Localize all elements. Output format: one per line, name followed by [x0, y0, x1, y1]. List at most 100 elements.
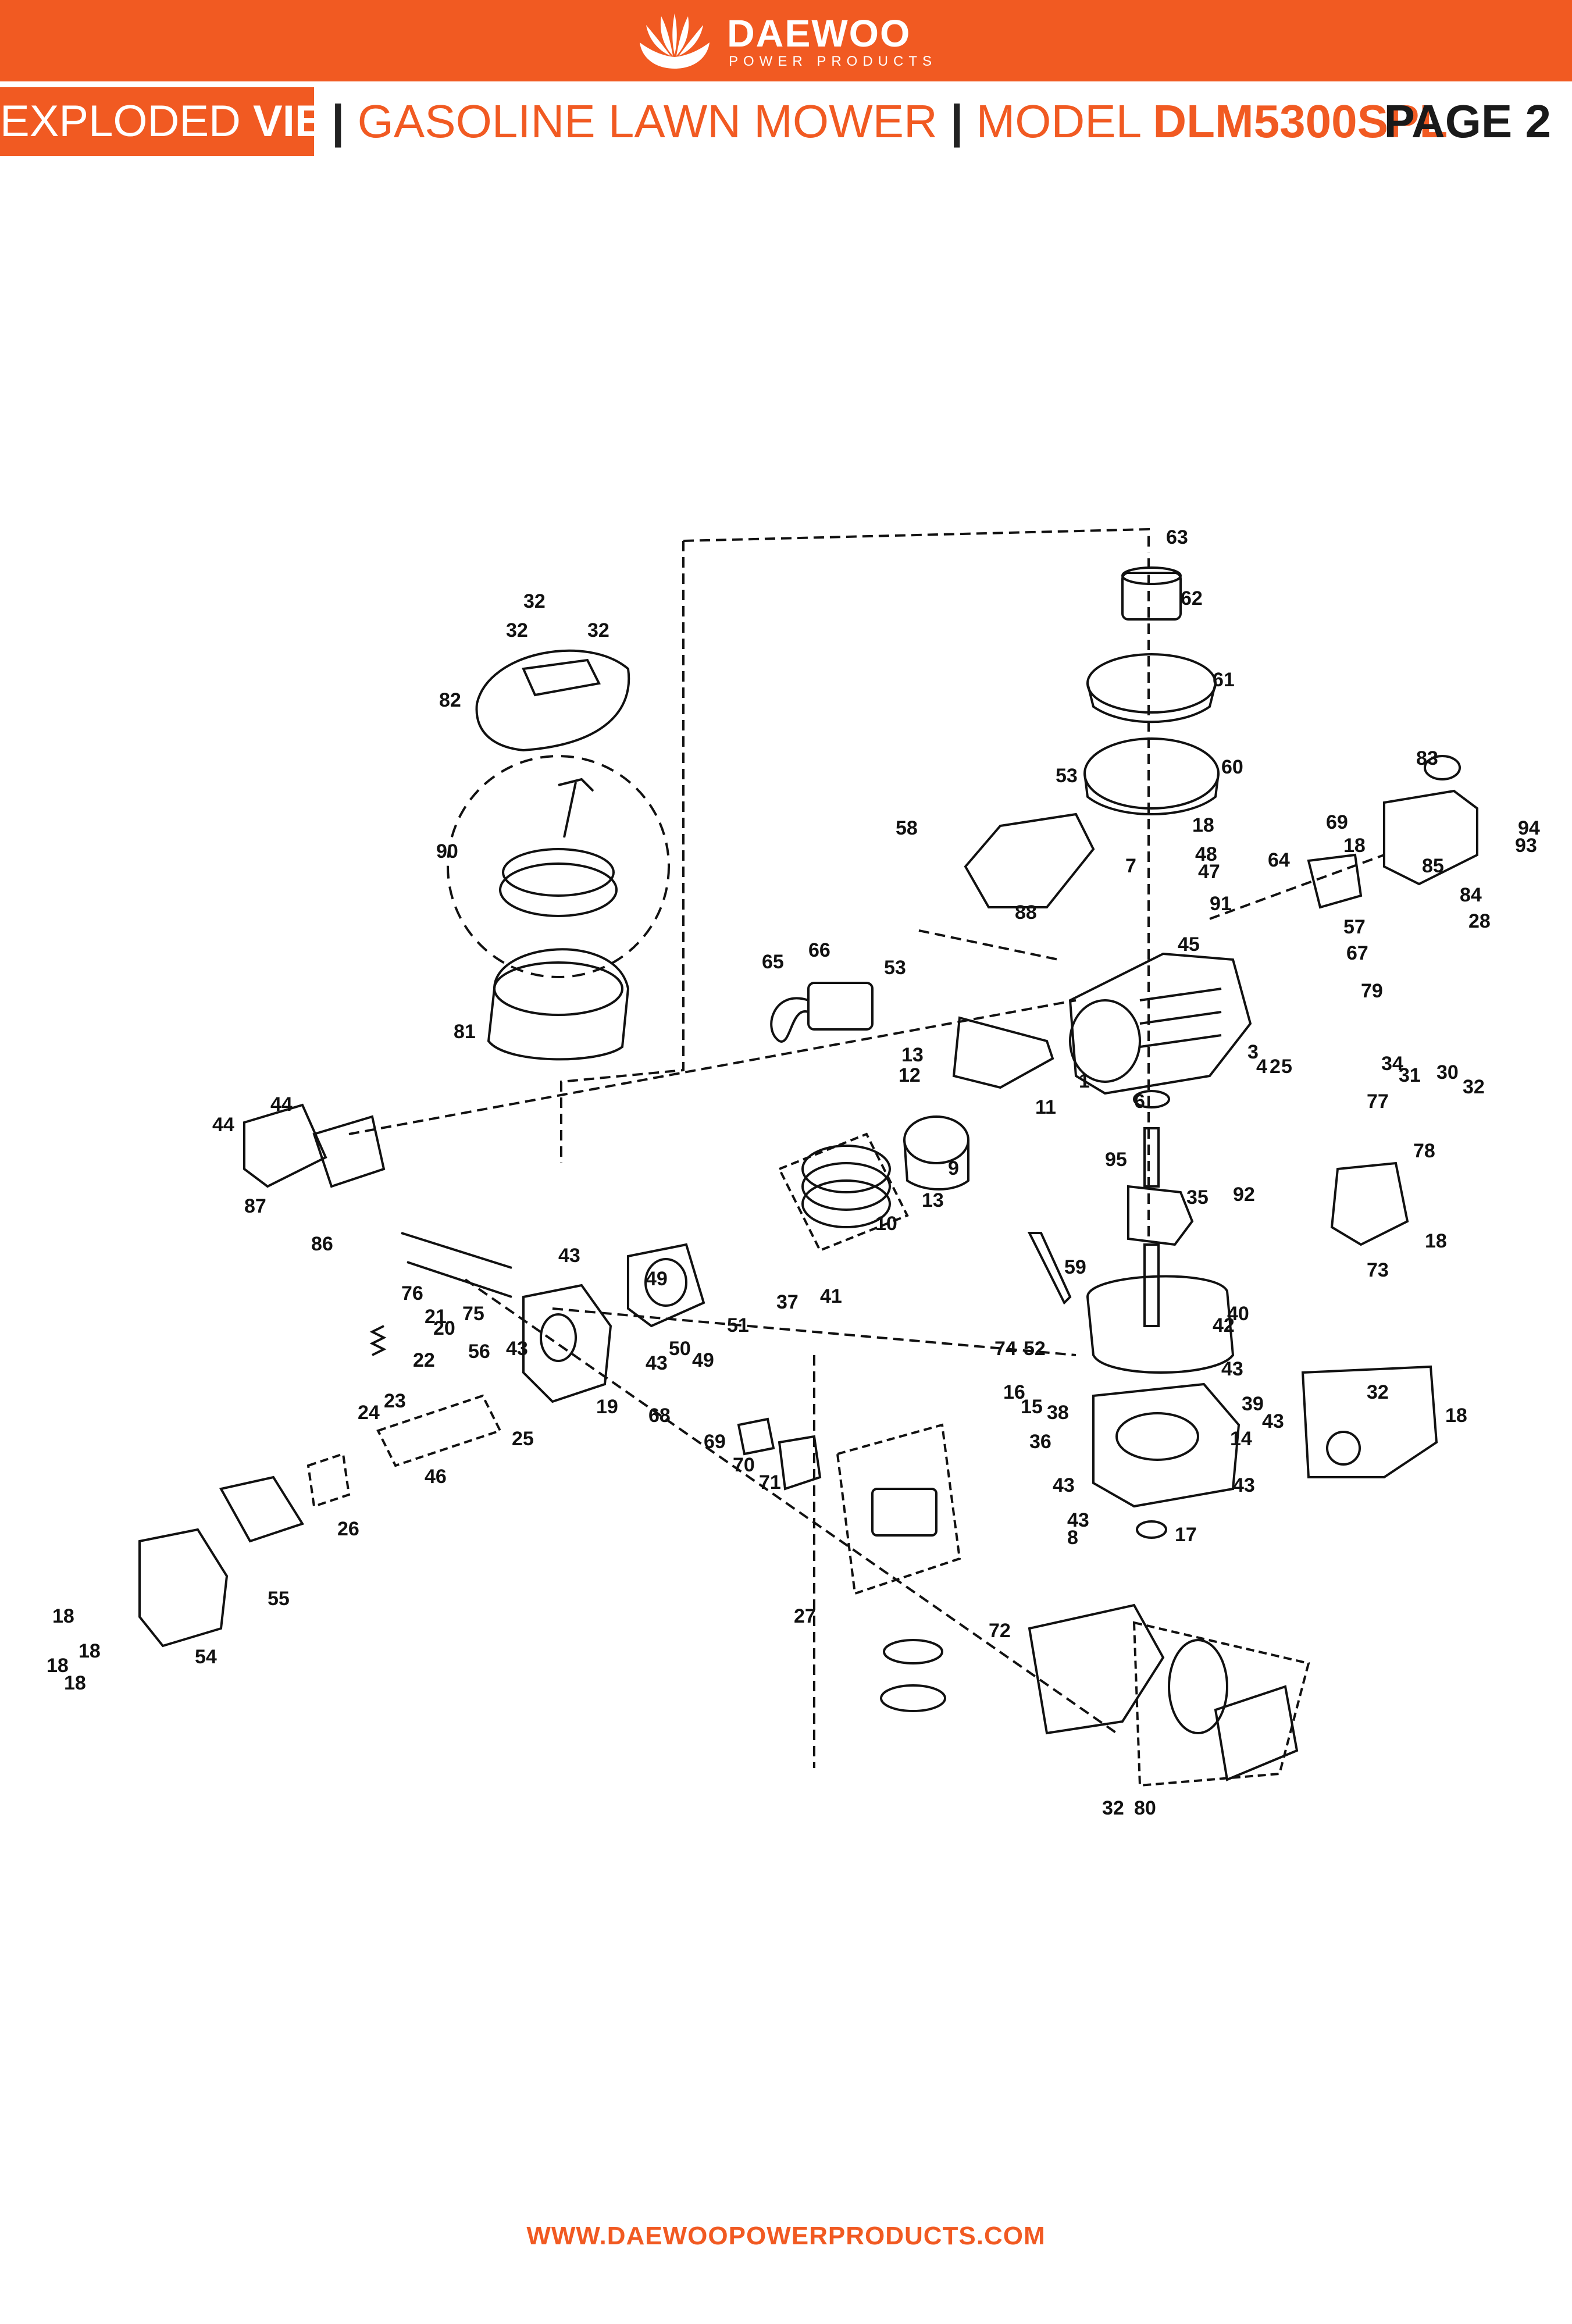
- part-callout: 32: [1367, 1381, 1389, 1403]
- part-callout: 32: [1463, 1076, 1485, 1098]
- part-callout: 51: [727, 1314, 749, 1336]
- part-callout: 71: [759, 1471, 781, 1494]
- part-callout: 43: [506, 1338, 528, 1360]
- part-callout: 18: [1425, 1230, 1447, 1252]
- part-callout: 83: [1416, 747, 1438, 769]
- part-callout: 59: [1064, 1256, 1086, 1278]
- section-tab: EXPLODED VIEW: [0, 87, 366, 156]
- part-callout: 18: [47, 1655, 69, 1677]
- part-callout: 43: [1053, 1474, 1075, 1496]
- part-callout: 18: [64, 1672, 86, 1694]
- part-callout: 50: [669, 1338, 691, 1360]
- part-callout: 52: [1024, 1338, 1046, 1360]
- daewoo-fan-logo-icon: [640, 13, 710, 69]
- brand-logo: DAEWOO POWER PRODUCTS: [631, 10, 945, 74]
- part-callout: 69: [704, 1431, 726, 1453]
- title-row: EXPLODED VIEW | GASOLINE LAWN MOWER | MO…: [0, 81, 1572, 157]
- part-callout: 27: [794, 1605, 816, 1627]
- part-callout: 77: [1367, 1090, 1389, 1113]
- part-callout: 20: [433, 1317, 455, 1339]
- part-callout: 15: [1021, 1396, 1043, 1418]
- part-callout: 6: [1134, 1090, 1145, 1113]
- model-label: MODEL: [976, 95, 1140, 147]
- part-callout: 14: [1230, 1428, 1252, 1450]
- part-callout: 81: [454, 1021, 476, 1043]
- part-callout: 5: [1281, 1056, 1292, 1078]
- brand-name: DAEWOO: [727, 12, 911, 55]
- part-callout: 36: [1029, 1431, 1051, 1453]
- part-callout: 47: [1198, 861, 1220, 883]
- part-callout: 92: [1233, 1184, 1255, 1206]
- part-callout: 35: [1186, 1186, 1209, 1209]
- part-callout: 61: [1213, 669, 1235, 691]
- part-callout: 13: [922, 1189, 944, 1211]
- part-callout: 73: [1367, 1259, 1389, 1281]
- tab-word-2: VIEW: [253, 97, 366, 146]
- part-callout: 79: [1361, 980, 1383, 1002]
- part-callout: 10: [875, 1213, 897, 1235]
- part-callout: 53: [884, 957, 906, 979]
- part-callout: 17: [1175, 1524, 1197, 1546]
- part-callout: 49: [646, 1268, 668, 1290]
- part-callout: 46: [425, 1466, 447, 1488]
- part-callout: 43: [558, 1245, 580, 1267]
- part-callout: 80: [1134, 1797, 1156, 1819]
- part-callout: 18: [1192, 814, 1214, 836]
- part-callout: 91: [1210, 893, 1232, 915]
- part-callout: 68: [648, 1405, 671, 1427]
- part-callout: 42: [1213, 1314, 1235, 1336]
- part-callout: 2: [1270, 1056, 1281, 1078]
- part-callout: 43: [1067, 1509, 1089, 1531]
- part-callout: 56: [468, 1341, 490, 1363]
- part-callout: 87: [244, 1195, 266, 1217]
- part-callout: 55: [268, 1588, 290, 1610]
- part-callout: 88: [1015, 901, 1037, 924]
- part-callout: 82: [439, 689, 461, 711]
- part-callout: 18: [1445, 1405, 1467, 1427]
- part-callout: 37: [776, 1291, 799, 1313]
- part-callout: 28: [1468, 910, 1491, 932]
- part-callout: 95: [1105, 1149, 1127, 1171]
- part-callout: 43: [1221, 1358, 1243, 1380]
- part-callout: 84: [1460, 884, 1482, 906]
- part-callout: 7: [1125, 855, 1136, 877]
- part-callout: 38: [1047, 1402, 1069, 1424]
- part-callout: 74: [994, 1338, 1017, 1360]
- part-callout: 22: [413, 1349, 435, 1371]
- part-callout: 18: [52, 1605, 74, 1627]
- part-callout: 75: [462, 1303, 484, 1325]
- part-callout: 63: [1166, 526, 1188, 548]
- part-callout: 53: [1056, 765, 1078, 787]
- part-callout: 1: [1079, 1070, 1090, 1092]
- part-callout: 8: [1067, 1527, 1078, 1549]
- part-callout: 69: [1326, 811, 1348, 833]
- part-callout: 30: [1436, 1061, 1459, 1083]
- brand-tagline: POWER PRODUCTS: [729, 54, 938, 69]
- part-callout: 78: [1413, 1140, 1435, 1162]
- part-callout: 41: [820, 1285, 842, 1307]
- part-callout: 32: [523, 590, 546, 612]
- part-callout: 86: [311, 1233, 333, 1255]
- product-title: | GASOLINE LAWN MOWER | MODEL DLM5300SPL: [331, 87, 1448, 156]
- part-callout: 49: [692, 1349, 714, 1371]
- part-callout: 32: [587, 619, 609, 641]
- part-callout: 39: [1242, 1393, 1264, 1415]
- part-callout: 93: [1515, 835, 1537, 857]
- part-callout: 32: [1102, 1797, 1124, 1819]
- part-callout: 66: [808, 939, 830, 961]
- title-separator: |: [950, 95, 964, 147]
- part-callout: 18: [1343, 835, 1366, 857]
- part-callout: 62: [1181, 587, 1203, 609]
- part-callout: 34: [1381, 1053, 1403, 1075]
- part-callout: 40: [1227, 1303, 1249, 1325]
- part-callout: 3: [1247, 1041, 1259, 1063]
- part-callout: 90: [436, 840, 458, 862]
- part-callout: 12: [899, 1064, 921, 1086]
- product-name: GASOLINE LAWN MOWER: [357, 95, 938, 147]
- part-callout: 44: [270, 1093, 293, 1115]
- part-callout: 43: [1233, 1474, 1255, 1496]
- brand-bar: DAEWOO POWER PRODUCTS: [0, 0, 1572, 81]
- page-number: PAGE 2: [1384, 95, 1552, 147]
- part-callout: 19: [596, 1396, 618, 1418]
